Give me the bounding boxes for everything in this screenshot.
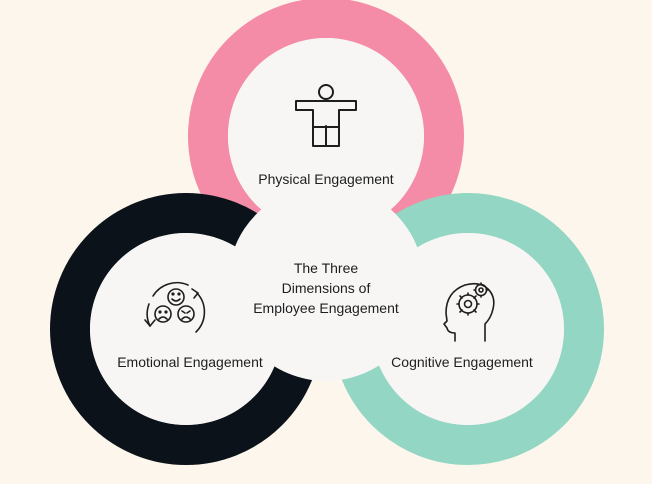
cognitive-engagement-label: Cognitive Engagement [391,354,533,370]
person-icon [295,84,357,147]
center-title: The Three Dimensions of Employee Engagem… [216,258,436,318]
center-title-line-3: Employee Engagement [253,300,399,316]
head-gears-icon [443,282,495,342]
emotions-cycle-icon [144,281,206,333]
emotional-engagement-label: Emotional Engagement [117,354,263,370]
center-circle [228,185,424,381]
physical-engagement-label: Physical Engagement [258,171,394,187]
center-title-line-1: The Three [293,260,359,276]
center-title-line-2: Dimensions of [281,280,371,296]
